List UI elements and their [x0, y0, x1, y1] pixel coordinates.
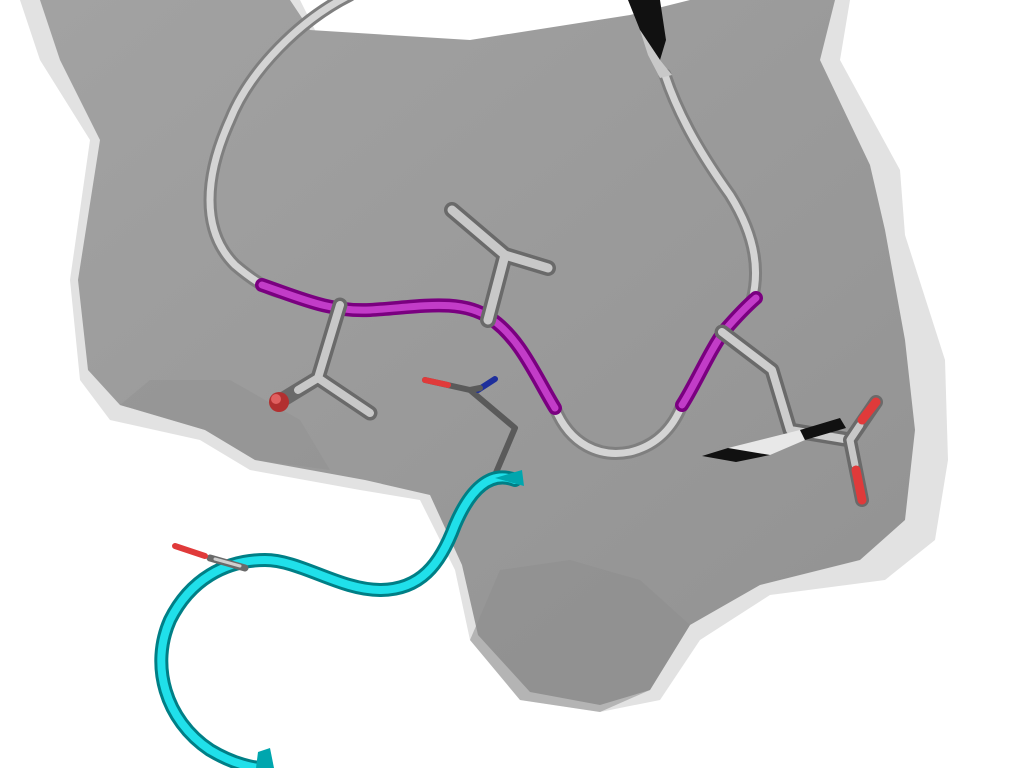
side-chain-valine [444, 202, 556, 328]
ligand-peptide-chain [154, 470, 524, 768]
surface-shadow [120, 380, 330, 470]
side-chain-threonine [269, 297, 378, 421]
strand-arrow-top [628, 0, 666, 60]
highlighted-segment [258, 281, 559, 412]
protein-loop-backbone [661, 71, 760, 304]
surface-shadow [470, 560, 690, 712]
ligand-molecule [422, 376, 518, 478]
protein-loop-backbone [551, 401, 686, 457]
side-chain-acidic [702, 324, 883, 507]
molecular-surface [40, 0, 915, 705]
strand-arrow-top [640, 30, 672, 78]
protein-loop-backbone [206, 0, 349, 296]
